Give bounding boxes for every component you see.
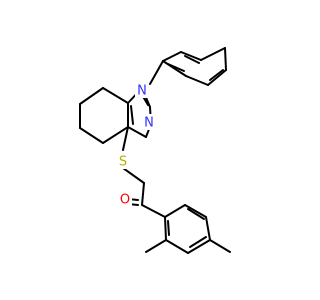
bond-line [209,69,224,81]
bond-line [184,204,207,218]
bond-line [167,63,185,72]
bond-line [189,236,207,248]
bond-line [200,47,226,61]
atom-label-s: S [119,155,127,170]
bond-line [187,208,205,220]
bond-line [184,55,200,64]
atom-o: O [118,191,132,208]
atom-label-n1: N [137,84,147,99]
bond-line [180,51,202,61]
bond-line [162,51,182,62]
bond-line [165,239,189,254]
atom-label-set: N N S O [116,82,156,208]
bond-line [167,220,170,236]
atom-n1: N [135,82,149,99]
bond-line [164,204,186,218]
bond-line [102,87,129,104]
bond-line [102,126,129,144]
bond-line [185,75,209,86]
bond-line [79,87,104,105]
bond-line [209,239,231,253]
molecule-structure: N N S O [79,47,231,254]
bond-line [79,127,104,144]
bond-line [122,167,145,184]
bond-line [141,204,166,218]
atom-label-o: O [120,193,130,208]
atom-n3: N [142,114,156,131]
bond-line [205,216,211,241]
bond-line [127,126,147,138]
bond-line [187,239,211,254]
bond-line [164,216,167,241]
bond-line [224,47,227,71]
atom-s: S [116,153,130,170]
bond-line [122,126,129,151]
bond-line [145,239,167,253]
bond-line [162,60,187,77]
bond-line [141,182,145,206]
bond-line [130,105,134,125]
bond-set [79,47,231,254]
atom-label-n3: N [144,116,154,131]
bond-line [207,69,227,86]
bond-line [149,60,164,85]
